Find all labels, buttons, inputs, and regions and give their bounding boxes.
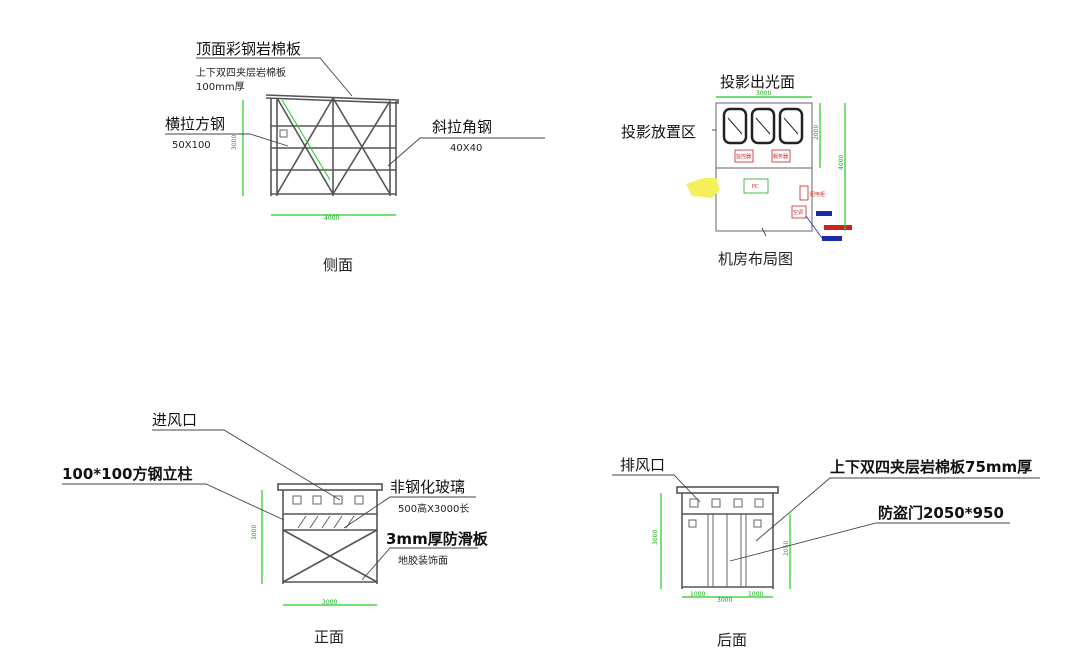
front-vent-3 [333, 495, 343, 505]
back-panel-vent-left [688, 519, 697, 528]
back-vent-2 [711, 498, 721, 508]
back-dim-mid: 3000 [717, 597, 732, 604]
front-glass-hatch [297, 515, 355, 529]
equipment-box-1-label: 监控器 [736, 153, 751, 160]
front-roof [277, 483, 383, 491]
projector-3 [778, 107, 804, 145]
ac-unit-3 [822, 236, 842, 241]
front-vent-label: 进风口 [152, 411, 197, 429]
front-vent-2 [312, 495, 322, 505]
projector-light-icon [686, 178, 720, 198]
back-roof [676, 486, 779, 494]
plan-zone-label: 投影放置区 [621, 123, 696, 141]
back-exhaust-leader [612, 474, 701, 503]
plan-dim-right1: 2000 [813, 125, 820, 140]
equipment-box-2-label: 服务器 [773, 153, 788, 160]
front-vent-leader [152, 429, 341, 501]
back-door-leader [729, 522, 1010, 562]
front-glass-label: 非钢化玻璃 [390, 478, 465, 496]
front-view: 3000 3000 进风口 100*100方钢立柱 非钢化玻璃 500高X300… [62, 411, 489, 646]
front-brace-2 [282, 529, 378, 583]
side-roof-sub1: 上下双四夹层岩棉板 [196, 66, 286, 79]
side-brace-label: 斜拉角钢 [432, 118, 492, 136]
back-dim-left: 1000 [690, 591, 705, 598]
back-vent-3 [733, 498, 743, 508]
back-dim-height2: 2050 [783, 541, 790, 556]
back-exhaust-label: 排风口 [620, 456, 665, 474]
side-beam-label: 横拉方钢 [165, 115, 225, 133]
side-brace-highlight [281, 99, 331, 181]
plan-view-title: 机房布局图 [718, 250, 793, 268]
side-dim-height: 3000 [231, 135, 238, 150]
side-roof-leader [196, 57, 353, 97]
back-view-title: 后面 [717, 631, 747, 649]
front-dim-width: 3000 [322, 599, 337, 606]
side-dim-width: 4000 [324, 215, 339, 222]
front-plate-leader [361, 547, 478, 581]
side-view: 3000 4000 顶面彩钢岩棉板 上下双四夹层岩棉板 100mm厚 横拉方钢 … [165, 40, 545, 274]
side-brace-leader [387, 137, 545, 167]
plan-light-label: 投影出光面 [720, 73, 795, 91]
plan-table [743, 178, 769, 194]
plan-table-label: PC [752, 184, 759, 190]
ac-unit-2 [824, 225, 852, 230]
side-brace-4 [332, 100, 391, 195]
plan-title-leader [761, 227, 767, 237]
projector-2-mark [755, 117, 771, 135]
projector-1 [722, 107, 748, 145]
side-beam-leader [165, 133, 289, 147]
equipment-box-4 [791, 205, 807, 219]
back-panel-vent-right [753, 519, 762, 528]
back-panel-label: 上下双四夹层岩棉板75mm厚 [830, 458, 1032, 476]
equipment-box-3-label: 配电柜 [810, 191, 825, 198]
back-vent-4 [754, 498, 764, 508]
equipment-box-3 [799, 185, 809, 201]
front-column-leader [62, 483, 285, 521]
side-roof-sub2: 100mm厚 [196, 81, 245, 93]
ac-pipe [805, 215, 823, 239]
side-brace-2 [276, 97, 334, 195]
plan-dim-top: 3000 [756, 90, 771, 97]
front-view-title: 正面 [314, 628, 344, 646]
projector-3-mark [783, 117, 799, 135]
ac-unit-1 [816, 211, 832, 216]
side-brace-sub: 40X40 [450, 143, 482, 154]
plan-dim-right2: 4000 [838, 155, 845, 170]
side-view-title: 侧面 [323, 256, 353, 274]
projector-2 [750, 107, 776, 145]
front-dim-height: 3000 [251, 525, 258, 540]
back-dim-right: 1000 [748, 591, 763, 598]
front-glass-sub: 500高X3000长 [398, 502, 469, 515]
front-vent-1 [292, 495, 302, 505]
front-vent-4 [354, 495, 364, 505]
back-vent-1 [689, 498, 699, 508]
front-plate-sub: 地胶装饰面 [398, 554, 448, 567]
plan-view: 监控器 服务器 PC 配电柜 空调 3000 2000 4000 投影出光面 投… [621, 73, 852, 268]
back-panel-leader [755, 477, 1040, 542]
front-column-label: 100*100方钢立柱 [62, 465, 192, 483]
back-door-label: 防盗门2050*950 [878, 504, 1004, 522]
projector-1-mark [727, 117, 743, 135]
front-glass-leader [343, 496, 476, 529]
back-dim-height: 3000 [652, 530, 659, 545]
side-beam-sub: 50X100 [172, 140, 211, 151]
equipment-box-2 [771, 149, 791, 163]
front-plate-label: 3mm厚防滑板 [386, 530, 489, 548]
side-beam-section [279, 129, 288, 138]
side-roof-label: 顶面彩钢岩棉板 [196, 40, 301, 58]
equipment-box-4-label: 空调 [793, 209, 803, 216]
equipment-box-1 [734, 149, 754, 163]
back-view: 3000 2050 1000 3000 1000 排风口 上下双四夹层岩棉板75… [612, 456, 1040, 649]
projector-group [722, 107, 804, 145]
